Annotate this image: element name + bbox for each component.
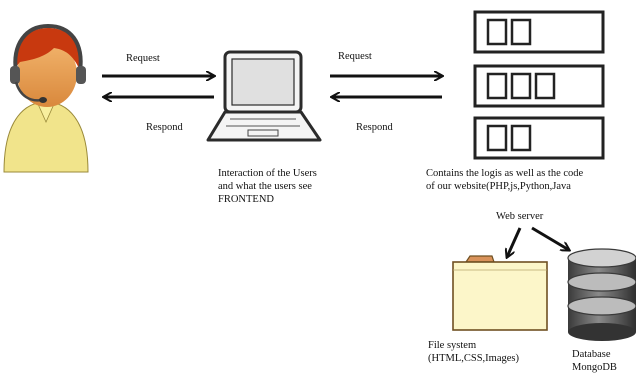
request-label-right: Request — [338, 51, 372, 62]
respond-label-left: Respond — [146, 122, 183, 133]
filesystem-line-1: File system — [428, 340, 477, 351]
database-line-1: Database — [572, 349, 611, 360]
respond-label-right: Respond — [356, 122, 393, 133]
webserver-to-filesystem-arrow — [507, 227, 522, 257]
request-label-left: Request — [126, 53, 160, 64]
database-label: Database MongoDB — [572, 348, 617, 374]
laptop-icon — [206, 50, 322, 142]
frontend-description: Interaction of the Users and what the us… — [218, 167, 317, 206]
frontend-line-3: FRONTEND — [218, 194, 275, 205]
webserver-to-database-arrow — [531, 226, 569, 250]
frontend-line-2: and what the users see — [218, 181, 312, 192]
folder-icon — [452, 255, 548, 331]
user-with-headset-icon — [3, 23, 89, 173]
database-icon — [567, 248, 636, 341]
backend-line-2: of our website(PHP,js,Python,Java — [426, 181, 571, 192]
database-line-2: MongoDB — [572, 362, 617, 373]
web-server-label: Web server — [496, 211, 544, 222]
frontend-line-1: Interaction of the Users — [218, 168, 317, 179]
filesystem-label: File system (HTML,CSS,Images) — [428, 339, 519, 365]
server-rack-icon — [473, 10, 605, 160]
backend-description: Contains the logis as well as the code o… — [426, 167, 583, 193]
filesystem-line-2: (HTML,CSS,Images) — [428, 353, 519, 364]
backend-line-1: Contains the logis as well as the code — [426, 168, 584, 179]
